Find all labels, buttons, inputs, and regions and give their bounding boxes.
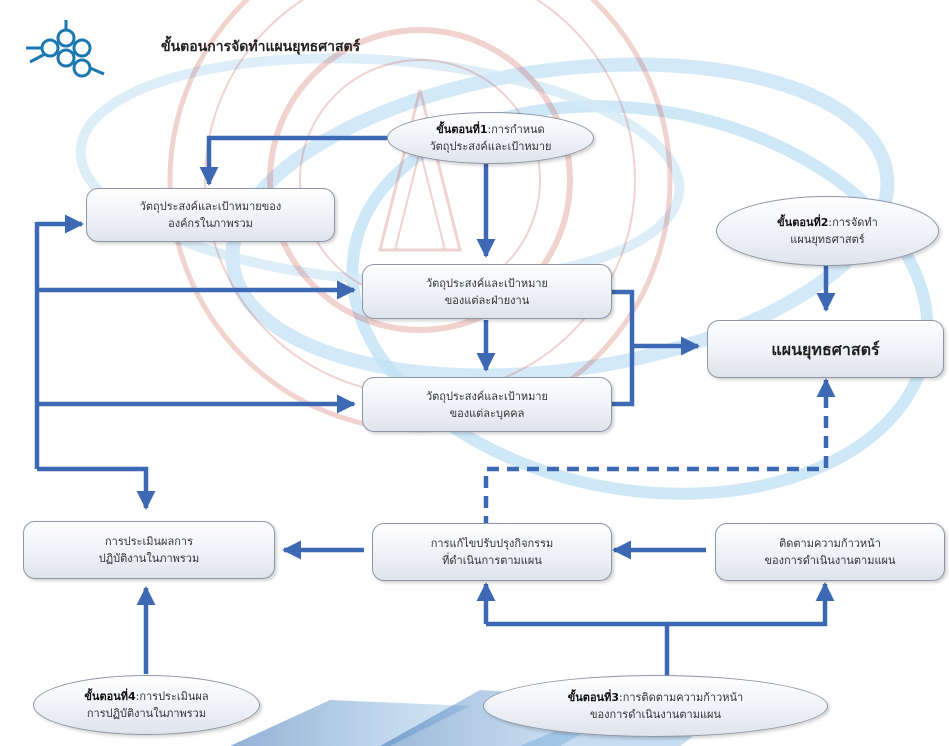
step2-oval: ขั้นตอนที่2:การจัดทำ แผนยุทธศาสตร์ [716, 196, 939, 266]
evaluation-box: การประเมินผลการ ปฏิบัติงานในภาพรวม [23, 521, 275, 579]
step3-oval: ขั้นตอนที่3:การติดตามความก้าวหน้า ของการ… [483, 675, 828, 737]
strategic-plan-box: แผนยุทธศาสตร์ [707, 320, 944, 378]
step3-label: ขั้นตอนที่3 [567, 691, 619, 704]
fix-line2: ที่ดำเนินการตามแผน [442, 554, 542, 567]
step1-oval: ขั้นตอนที่1:การกำหนด วัตถุประสงค์และเป้า… [387, 112, 594, 164]
fix-activities-box: การแก้ไขปรับปรุงกิจกรรม ที่ดำเนินการตามแ… [372, 523, 612, 581]
org-line1: วัตถุประสงค์และเป้าหมายของ [139, 200, 282, 213]
arrow-fix-to-plan-dashed [483, 378, 836, 528]
arrow-bus-to-eval-branch [37, 466, 156, 510]
step1-line2: วัตถุประสงค์และเป้าหมาย [429, 140, 552, 153]
page-title: ขั้นตอนการจัดทำแผนยุทธศาสตร์ [161, 39, 361, 55]
eval-line1: การประเมินผลการ [104, 535, 193, 548]
arrow-dept-merge [610, 289, 635, 407]
connectors [34, 135, 836, 676]
person-line1: วัตถุประสงค์และเป้าหมาย [425, 389, 548, 403]
dept-line2: ของแต่ละฝ่ายงาน [444, 293, 530, 307]
plan-text: แผนยุทธศาสตร์ [771, 339, 880, 359]
step4-text: :การประเมินผล [135, 690, 209, 703]
dept-objectives-box: วัตถุประสงค์และเป้าหมาย ของแต่ละฝ่ายงาน [362, 264, 612, 319]
person-line2: ของแต่ละบุคคล [449, 406, 525, 420]
step4-oval: ขั้นตอนที่4:การประเมินผล การปฏิบัติงานใน… [33, 675, 260, 735]
eval-line2: ปฏิบัติงานในภาพรวม [98, 552, 200, 565]
arrow-step3-split [486, 621, 670, 676]
step3-line2: ของการดำเนินงานตามแผน [589, 708, 722, 721]
org-line2: องค์กรในภาพรวม [168, 217, 253, 230]
arrow-step1-to-org [199, 135, 387, 186]
dept-line1: วัตถุประสงค์และเป้าหมาย [425, 276, 548, 290]
step2-text: :การจัดทำ [828, 216, 878, 229]
step1-label: ขั้นตอนที่1 [436, 123, 488, 136]
step2-line2: แผนยุทธศาสตร์ [790, 233, 865, 246]
track-line1: ติดตามความก้าวหน้า [779, 537, 881, 550]
org-objectives-box: วัตถุประสงค์และเป้าหมายของ องค์กรในภาพรว… [86, 188, 335, 242]
track-line2: ของการดำเนินงานตามแผน [764, 554, 896, 567]
track-progress-box: ติดตามความก้าวหน้า ของการดำเนินงานตามแผน [715, 523, 945, 581]
person-objectives-box: วัตถุประสงค์และเป้าหมาย ของแต่ละบุคคล [362, 377, 612, 432]
fix-line1: การแก้ไขปรับปรุงกิจกรรม [430, 537, 554, 550]
step4-label: ขั้นตอนที่4 [84, 690, 136, 703]
step2-label: ขั้นตอนที่2 [777, 216, 829, 229]
molecule-logo-icon [26, 20, 105, 78]
arrow-step3-to-track [667, 582, 835, 627]
step4-line2: การปฏิบัติงานในภาพรวม [86, 707, 207, 720]
step3-text: :การติดตามความก้าวหน้า [618, 691, 744, 704]
step1-text: :การกำหนด [487, 123, 545, 136]
